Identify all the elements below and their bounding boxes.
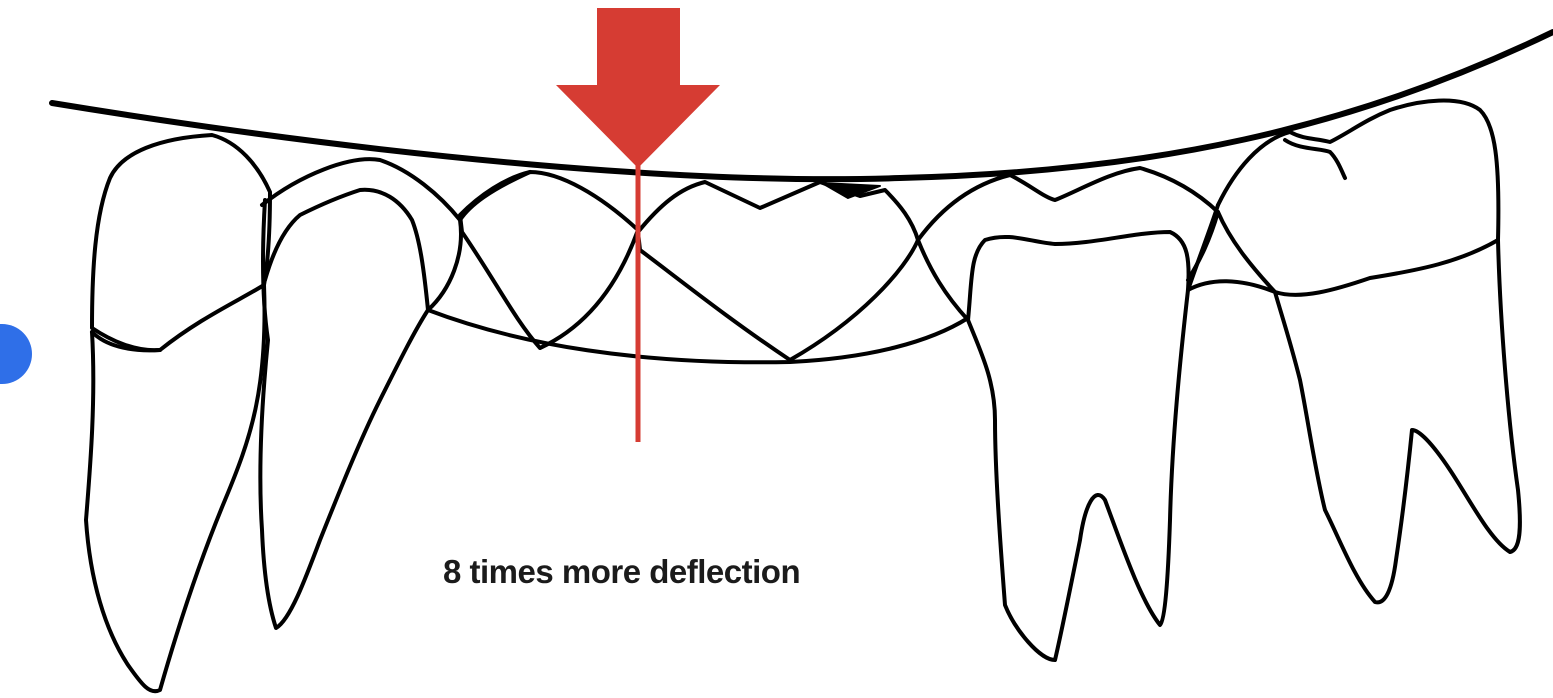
occlusal-curve (52, 32, 1553, 179)
pontic-center (638, 182, 918, 360)
framework-underside (428, 310, 968, 362)
connector-right (1188, 281, 1275, 292)
tooth-far-right-crown (1218, 101, 1498, 240)
pontic-right-edge (918, 240, 968, 320)
tooth-far-right-body (1218, 212, 1520, 602)
pontic-left (460, 172, 638, 348)
connector-right-top (1188, 205, 1218, 290)
down-arrow-icon (556, 8, 720, 168)
deflection-caption: 8 times more deflection (443, 553, 800, 591)
tooth-right-molar-crown (918, 168, 1218, 280)
fracture-mark (822, 183, 880, 198)
tooth-left-premolar-body (260, 200, 428, 628)
tooth-far-right-cusp (1285, 140, 1345, 178)
tooth-left-premolar-crown (262, 159, 461, 310)
tooth-right-molar (968, 232, 1189, 660)
tooth-left-canine (92, 135, 270, 350)
pontic-left-top (460, 172, 530, 220)
